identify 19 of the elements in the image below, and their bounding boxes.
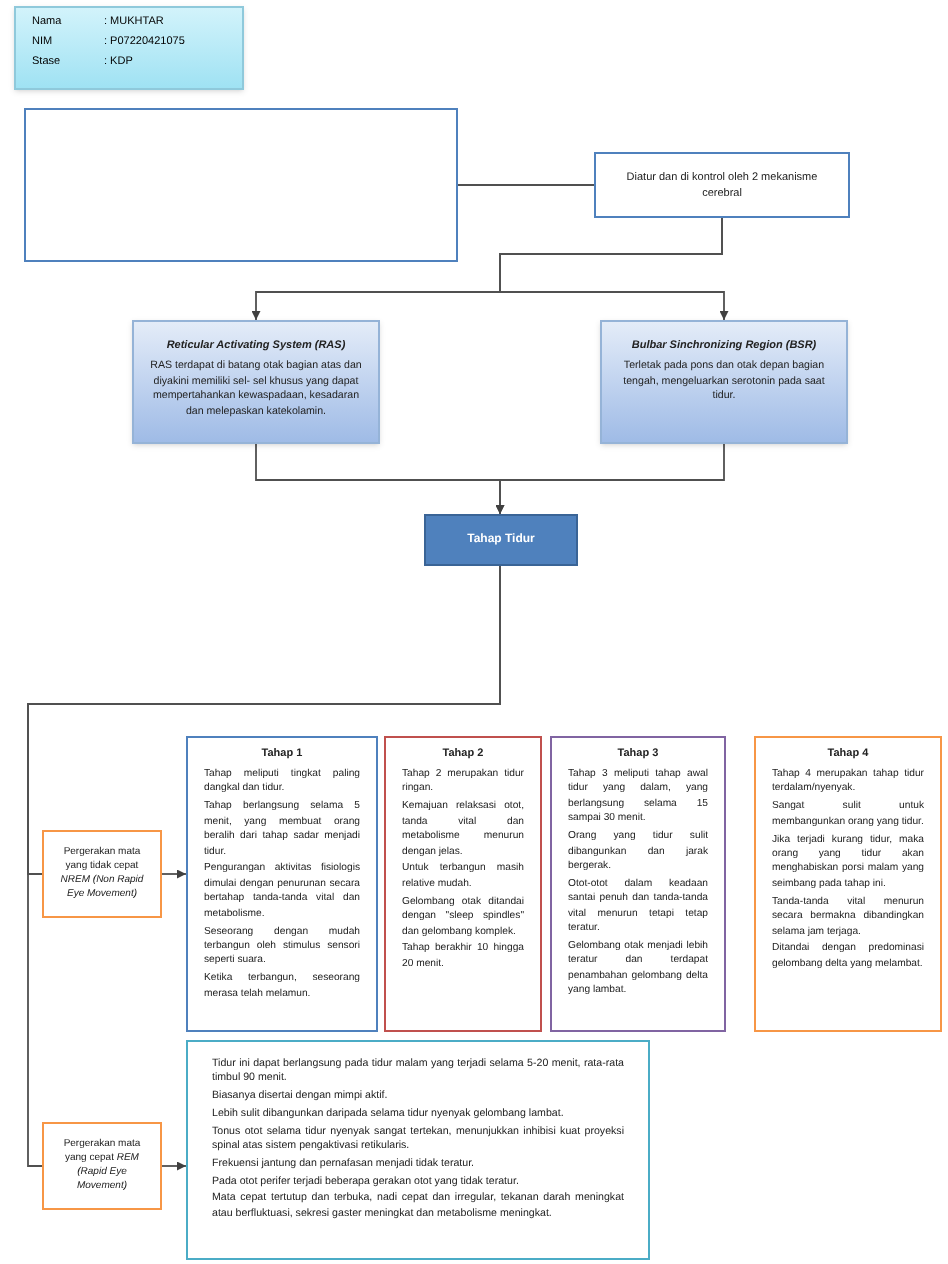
- stage-box: [186, 736, 378, 1032]
- process-box: [424, 514, 578, 566]
- description-box: [186, 1040, 650, 1260]
- arrow: [495, 443, 725, 515]
- connector-line: [27, 565, 501, 1167]
- arrow: [499, 217, 729, 321]
- identity-card: [14, 6, 244, 90]
- arrow: [161, 1161, 187, 1171]
- stage-box: [384, 736, 542, 1032]
- process-box: [594, 152, 850, 218]
- empty-box: [24, 108, 458, 262]
- process-box: [42, 1122, 162, 1210]
- stage-box: [754, 736, 942, 1032]
- stage-box: [550, 736, 726, 1032]
- connector-line: [457, 184, 595, 186]
- process-box: [42, 830, 162, 918]
- arrow: [161, 869, 187, 879]
- mechanism-box: [132, 320, 380, 444]
- mechanism-box: [600, 320, 848, 444]
